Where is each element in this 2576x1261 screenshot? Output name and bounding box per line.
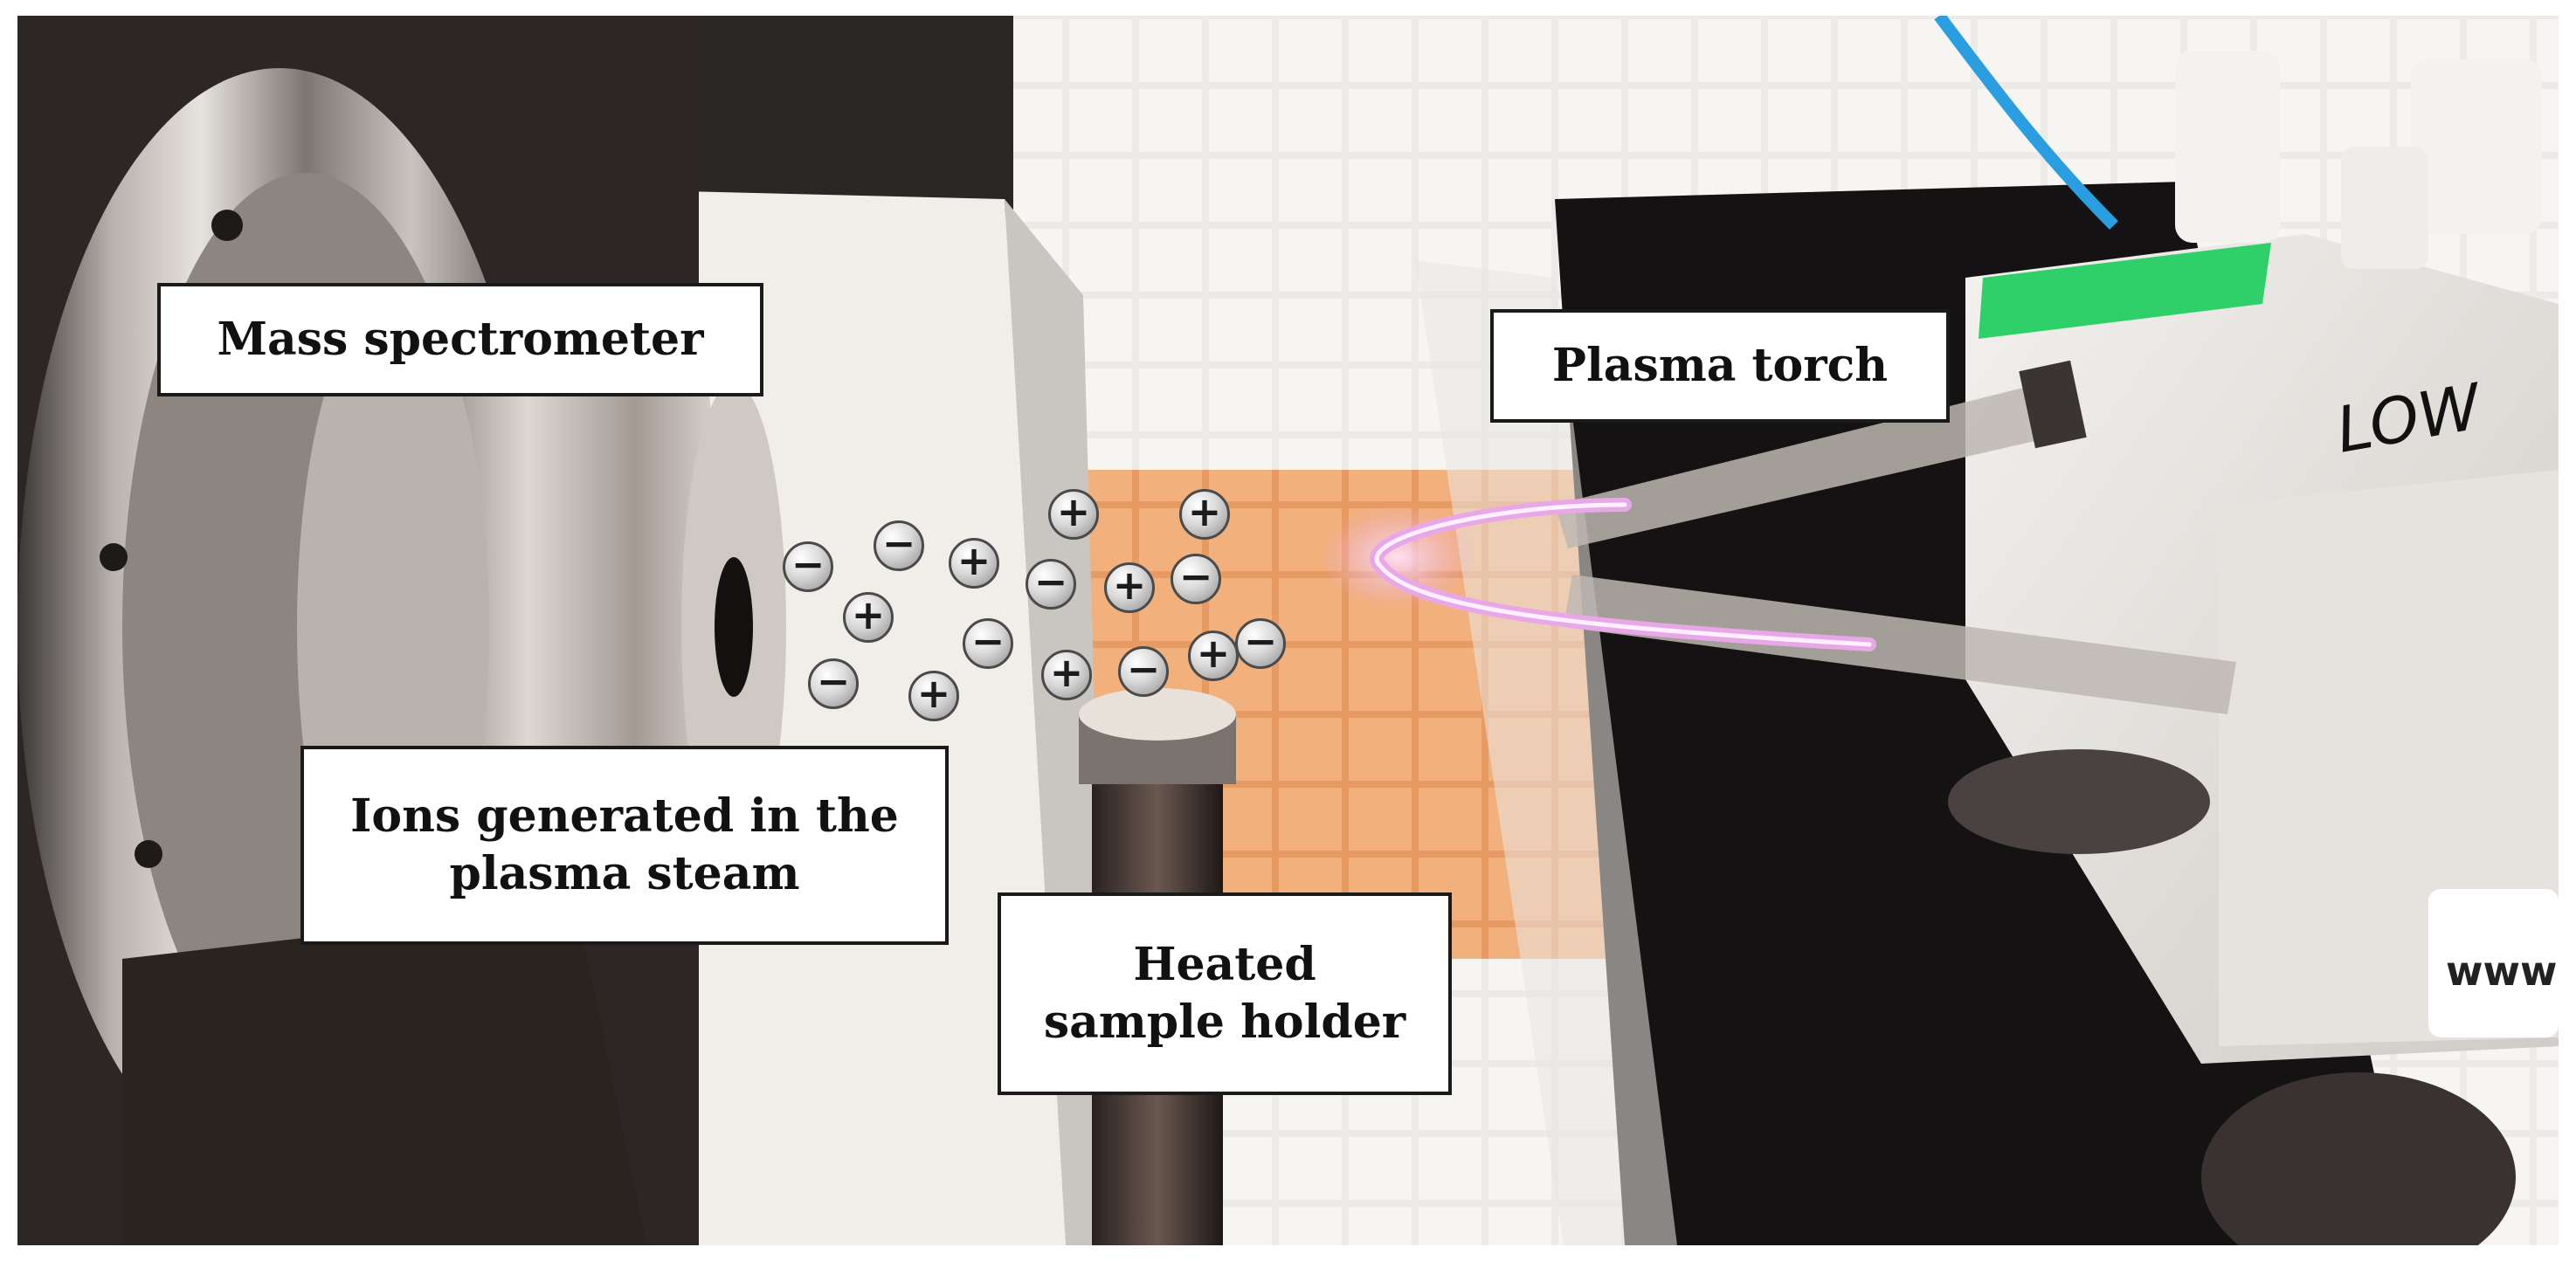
ion-positive: + <box>1041 650 1092 700</box>
ion-negative: − <box>1118 646 1169 697</box>
mass-spectrometer-label: Mass spectrometer <box>157 283 763 396</box>
sticker-partial-text: www <box>2446 947 2558 995</box>
ion-positive: + <box>843 592 894 643</box>
ion-negative: − <box>783 541 833 592</box>
ion-negative: − <box>1026 559 1076 610</box>
ion-positive: + <box>949 538 999 589</box>
ion-positive: + <box>1048 489 1099 540</box>
ion-negative: − <box>808 658 859 709</box>
ion-positive: + <box>908 671 959 721</box>
ion-negative: − <box>1171 554 1221 604</box>
ion-negative: − <box>963 618 1013 669</box>
ion-negative: − <box>1235 618 1286 669</box>
sample-holder-label: Heated sample holder <box>998 892 1452 1095</box>
plasma-torch-label: Plasma torch <box>1490 309 1950 423</box>
ion-positive: + <box>1188 630 1239 681</box>
ions-label: Ions generated in the plasma steam <box>300 746 949 945</box>
ion-negative: − <box>874 520 924 571</box>
ion-positive: + <box>1179 489 1230 540</box>
lab-photo: LOW www − − + + + − + − + − − + + − + − … <box>17 16 2559 1245</box>
ion-positive: + <box>1104 562 1155 613</box>
